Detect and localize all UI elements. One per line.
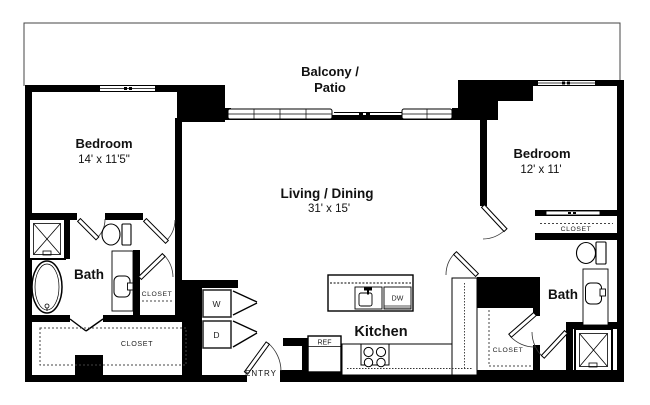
closet-walkin-label: CLOSET bbox=[121, 339, 153, 348]
wall bbox=[175, 118, 182, 322]
bedroom-left-dims: 14' x 11'5" bbox=[78, 154, 130, 166]
bedroom-right-dims: 12' x 11' bbox=[520, 164, 561, 176]
windows bbox=[100, 79, 601, 216]
dishwasher bbox=[383, 286, 412, 310]
bedroom-left-label: Bedroom bbox=[75, 136, 132, 151]
kitchen-fixtures bbox=[307, 274, 478, 376]
dryer bbox=[202, 320, 232, 349]
door-bedroom-left bbox=[142, 217, 170, 245]
wall bbox=[133, 250, 140, 322]
double-doors bbox=[69, 290, 258, 348]
toilet-icon bbox=[595, 241, 607, 265]
wall bbox=[25, 375, 247, 382]
door-bedroom-right bbox=[480, 203, 508, 233]
closet-kitchen-label: CLOSET bbox=[493, 347, 524, 354]
balcony-label-line1: Balcony / bbox=[301, 64, 359, 79]
wall bbox=[25, 85, 100, 92]
wall bbox=[595, 80, 624, 86]
closet-rods bbox=[39, 223, 613, 367]
wall bbox=[533, 308, 540, 316]
door-arc bbox=[445, 252, 456, 276]
burner-icon bbox=[376, 357, 386, 368]
refrigerator-label: REF bbox=[318, 340, 332, 347]
kitchen-label: Kitchen bbox=[354, 324, 407, 340]
dishwasher-label: DW bbox=[392, 296, 404, 303]
wall bbox=[458, 80, 533, 101]
wall bbox=[535, 233, 617, 240]
faucet-icon bbox=[364, 287, 372, 291]
wall bbox=[566, 322, 573, 375]
balcony-label-line2: Patio bbox=[314, 80, 346, 95]
burner-icon bbox=[363, 357, 374, 368]
bifold-dryer bbox=[232, 320, 258, 333]
wall bbox=[452, 108, 458, 120]
wall bbox=[103, 315, 182, 322]
burner-icon bbox=[363, 346, 374, 358]
wall bbox=[533, 345, 540, 375]
wall bbox=[182, 288, 202, 382]
wall bbox=[225, 115, 458, 120]
door-closet-walkin bbox=[69, 318, 87, 332]
wall bbox=[177, 85, 225, 122]
wall bbox=[105, 213, 143, 220]
bifold-washer bbox=[232, 290, 258, 303]
door-entry bbox=[243, 341, 271, 375]
living-dining-label: Living / Dining bbox=[281, 186, 374, 201]
bath-right-label: Bath bbox=[548, 287, 578, 302]
washer bbox=[202, 289, 232, 318]
island-sink bbox=[354, 286, 383, 310]
closet-hall-label: CLOSET bbox=[142, 291, 173, 298]
door-closet-kitchen bbox=[508, 311, 538, 338]
door-bath-left bbox=[76, 217, 100, 241]
entry-label: ENTRY bbox=[245, 369, 277, 378]
wall bbox=[458, 101, 498, 120]
laundry bbox=[202, 289, 232, 349]
bath-left-label: Bath bbox=[74, 267, 104, 282]
bathtub-icon bbox=[31, 260, 63, 314]
door-arc bbox=[482, 229, 506, 240]
door-arc bbox=[509, 335, 536, 348]
door-bath-right bbox=[540, 329, 569, 359]
door-arc bbox=[165, 219, 176, 242]
wall bbox=[63, 213, 70, 259]
bath-left-fixtures bbox=[28, 218, 134, 314]
wall bbox=[566, 322, 617, 329]
door-closet-hall bbox=[137, 252, 166, 281]
wall bbox=[283, 338, 310, 346]
wall bbox=[75, 355, 103, 375]
balcony-outline bbox=[23, 22, 621, 86]
wall bbox=[302, 346, 310, 372]
closet-bedroom-right-label: CLOSET bbox=[561, 226, 592, 233]
burner-icon bbox=[375, 346, 387, 358]
washer-label: W bbox=[212, 299, 220, 309]
wall bbox=[25, 315, 70, 322]
wall bbox=[175, 280, 238, 288]
dryer-label: D bbox=[213, 330, 219, 340]
labels: Balcony / Patio Bedroom 14' x 11'5" Bedr… bbox=[74, 64, 591, 378]
toilet-icon bbox=[121, 223, 132, 246]
vanity-counter bbox=[582, 268, 609, 326]
living-dining-dims: 31' x 15' bbox=[308, 203, 350, 215]
wall bbox=[480, 118, 487, 206]
door-arc bbox=[163, 254, 174, 278]
refrigerator bbox=[307, 335, 342, 373]
bath-right-fixtures bbox=[574, 241, 613, 372]
door-arc bbox=[267, 342, 282, 372]
wall bbox=[477, 277, 540, 308]
bedroom-right-label: Bedroom bbox=[513, 146, 570, 161]
wall bbox=[25, 213, 77, 220]
door-hall-right bbox=[452, 250, 480, 278]
wall bbox=[617, 80, 624, 382]
door-leaves bbox=[76, 203, 569, 375]
wall bbox=[155, 85, 182, 92]
